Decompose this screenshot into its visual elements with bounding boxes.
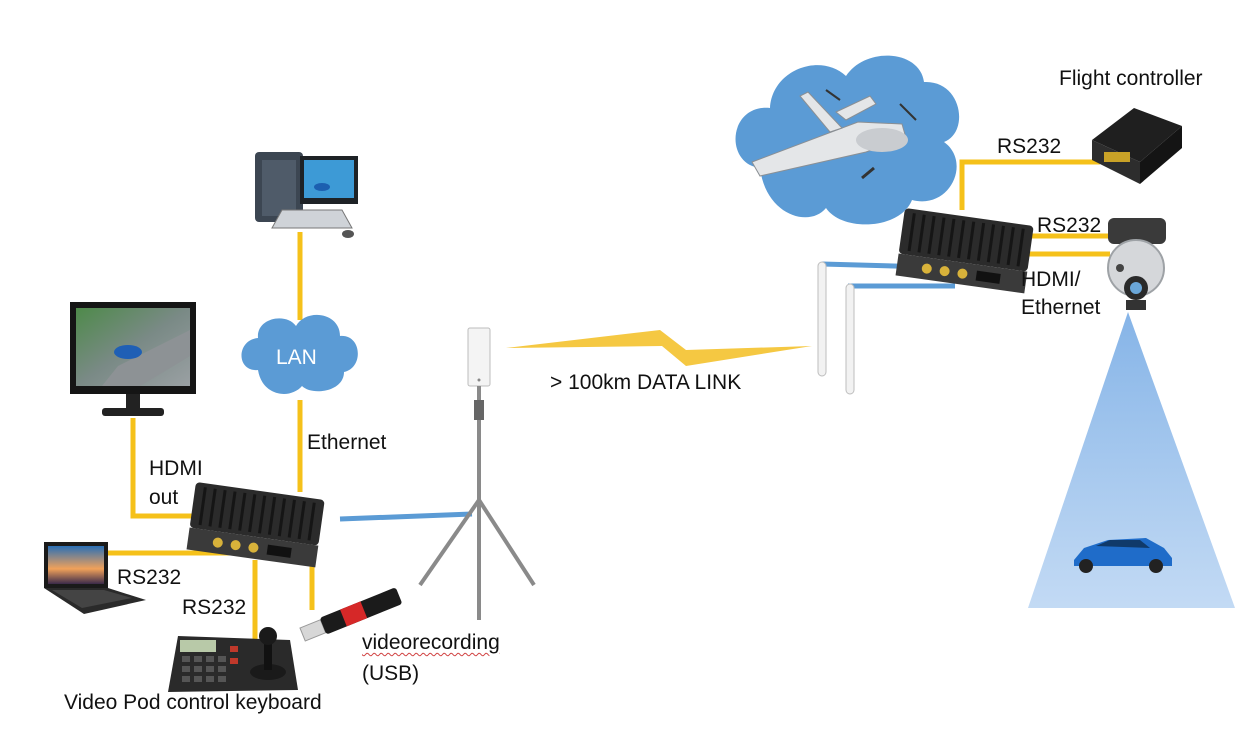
vtol-drone-icon [751, 89, 917, 180]
hdmi-ethernet-label-line2: Ethernet [1021, 296, 1101, 319]
air-antenna-icon [817, 261, 855, 395]
keyboard-caption: Video Pod control keyboard [64, 691, 322, 714]
videorecording-label-line2: (USB) [362, 662, 420, 685]
flight-controller-icon [1092, 108, 1182, 184]
usb-stick-icon [299, 588, 402, 642]
rf-encoder-to-tripod [339, 511, 473, 522]
tripod-antenna-icon [418, 327, 536, 620]
rs232-laptop-label: RS232 [117, 566, 182, 589]
rs232-camera-label: RS232 [1037, 214, 1102, 237]
monitor-icon [70, 302, 196, 416]
air-encoder-icon [894, 206, 1036, 295]
data-link-bolt-icon [506, 330, 812, 366]
cable-air-to-flight-controller [959, 159, 1100, 210]
laptop-icon [44, 542, 146, 614]
hdmi-out-label-line1: HDMI [149, 457, 203, 480]
rs232-flight-controller-label: RS232 [997, 135, 1062, 158]
flight-controller-label: Flight controller [1059, 67, 1203, 90]
desktop-computer-icon [255, 152, 358, 238]
rs232-keyboard-label: RS232 [182, 596, 247, 619]
pod-control-keyboard-icon [168, 627, 298, 692]
camera-beam [1028, 312, 1235, 608]
lan-cloud-icon [241, 314, 358, 394]
car-icon [1074, 538, 1172, 573]
camera-pod-icon [1107, 218, 1166, 310]
videorecording-label-line1: videorecording [362, 631, 500, 654]
hdmi-out-label-line2: out [149, 486, 179, 509]
data-link-label: > 100km DATA LINK [550, 371, 742, 394]
lan-label: LAN [276, 346, 317, 369]
cable-monitor-to-encoder [130, 418, 198, 519]
hdmi-ethernet-label-line1: HDMI/ [1021, 268, 1081, 291]
ethernet-label: Ethernet [307, 431, 387, 454]
